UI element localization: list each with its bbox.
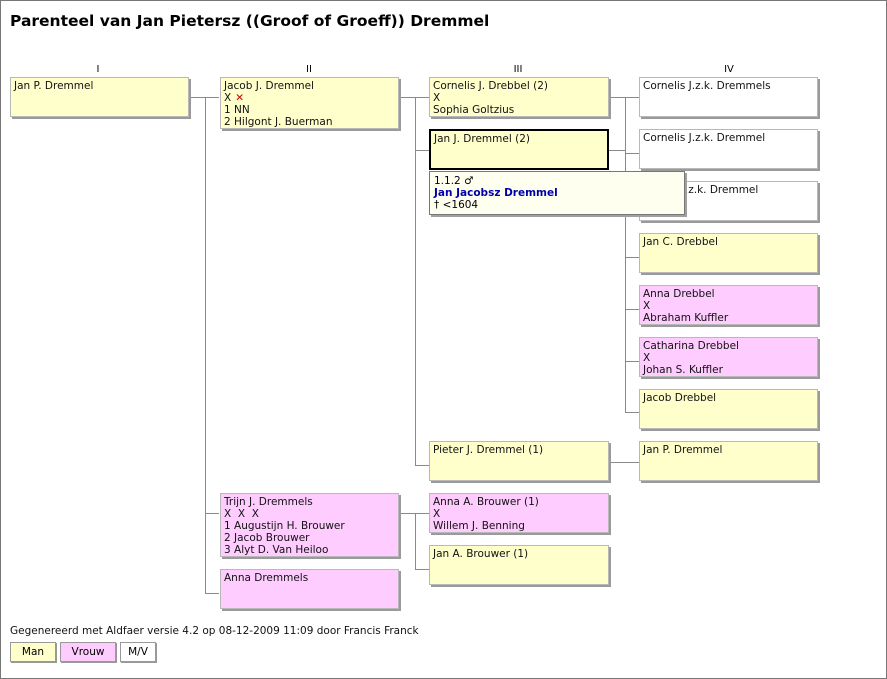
person-name: Jan A. Brouwer (1) <box>433 548 529 560</box>
person-name: Catharina Drebbel <box>643 340 739 352</box>
generation-header-4: IV <box>724 64 734 75</box>
person-name: s J.z.k. Dremmel <box>673 184 759 196</box>
connector-line <box>415 97 416 465</box>
connector-line <box>609 97 639 98</box>
marriage-marker: X <box>224 92 232 104</box>
person-jacob-j-dremmel[interactable]: Jacob J. Dremmel X✕ 1 NN 2 Hilgont J. Bu… <box>220 77 399 129</box>
connector-line <box>625 257 639 258</box>
tooltip-name: Jan Jacobsz Dremmel <box>434 187 558 199</box>
person-jacob-drebbel[interactable]: Jacob Drebbel <box>639 389 818 429</box>
person-trijn-j-dremmels[interactable]: Trijn J. Dremmels X X X 1 Augustijn H. B… <box>220 493 399 557</box>
person-name: Jan J. Dremmel (2) <box>434 133 530 145</box>
person-name: Anna Dremmels <box>224 572 309 584</box>
marriage-marker: X <box>643 300 651 312</box>
tooltip-death: † <1604 <box>434 199 479 211</box>
person-name: Jacob Drebbel <box>643 392 717 404</box>
connector-line <box>625 150 626 412</box>
connector-line <box>625 412 639 413</box>
spouse-name: 2 Hilgont J. Buerman <box>224 116 333 128</box>
connector-line <box>625 309 639 310</box>
person-name: Jan C. Drebbel <box>643 236 718 248</box>
person-name: Pieter J. Dremmel (1) <box>433 444 544 456</box>
marriage-marker: X X X <box>224 508 259 520</box>
connector-line <box>625 97 626 153</box>
person-jan-p-dremmel[interactable]: Jan P. Dremmel <box>10 77 189 117</box>
connector-line <box>415 569 429 570</box>
connector-line <box>205 97 206 593</box>
person-cornelis-jzk-dremmels[interactable]: Cornelis J.z.k. Dremmels <box>639 77 818 117</box>
spouse-name: Abraham Kuffler <box>643 312 729 324</box>
page-title: Parenteel van Jan Pietersz ((Groof of Gr… <box>10 12 490 30</box>
person-pieter-j-dremmel[interactable]: Pieter J. Dremmel (1) <box>429 441 609 481</box>
person-name: Cornelis J. Drebbel (2) <box>433 80 548 92</box>
connector-line <box>609 150 625 151</box>
person-jan-p-dremmel-gen4[interactable]: Jan P. Dremmel <box>639 441 818 481</box>
generation-header-3: III <box>513 64 523 75</box>
connector-line <box>625 361 639 362</box>
tooltip-number: 1.1.2 ♂ <box>434 175 474 187</box>
person-name: Cornelis J.z.k. Dremmel <box>643 132 766 144</box>
person-name: Cornelis J.z.k. Dremmels <box>643 80 771 92</box>
generation-header-2: II <box>306 64 312 75</box>
marriage-marker: X <box>433 508 441 520</box>
person-cornelis-jzk-dremmel[interactable]: Cornelis J.z.k. Dremmel <box>639 129 818 169</box>
spouse-name: 1 Augustijn H. Brouwer <box>224 520 345 532</box>
connector-line <box>415 150 429 151</box>
spouse-name: 1 NN <box>224 104 250 116</box>
spouse-name: Sophia Goltzius <box>433 104 515 116</box>
connector-line <box>189 97 219 98</box>
person-catharina-drebbel[interactable]: Catharina Drebbel X Johan S. Kuffler <box>639 337 818 377</box>
person-name: Anna A. Brouwer (1) <box>433 496 539 508</box>
connector-line <box>609 462 639 463</box>
connector-line <box>625 153 639 154</box>
legend-woman[interactable]: Vrouw <box>60 642 116 662</box>
marriage-marker: X <box>643 352 651 364</box>
person-anna-dremmels[interactable]: Anna Dremmels <box>220 569 399 609</box>
connector-line <box>415 465 429 466</box>
spouse-name: 3 Alyt D. Van Heiloo <box>224 544 329 556</box>
spouse-name: 2 Jacob Brouwer <box>224 532 310 544</box>
person-cornelis-j-drebbel[interactable]: Cornelis J. Drebbel (2) X Sophia Goltziu… <box>429 77 609 117</box>
person-jan-a-brouwer[interactable]: Jan A. Brouwer (1) <box>429 545 609 585</box>
spouse-name: Johan S. Kuffler <box>643 364 723 376</box>
spouse-name: Willem J. Benning <box>433 520 525 532</box>
marriage-marker: X <box>433 92 441 104</box>
person-anna-a-brouwer[interactable]: Anna A. Brouwer (1) X Willem J. Benning <box>429 493 609 533</box>
person-name: Trijn J. Dremmels <box>224 496 313 508</box>
person-name: Anna Drebbel <box>643 288 715 300</box>
generation-header-1: I <box>96 64 100 75</box>
connector-line <box>205 513 219 514</box>
legend-man[interactable]: Man <box>10 642 56 662</box>
connector-line <box>399 97 429 98</box>
person-anna-drebbel[interactable]: Anna Drebbel X Abraham Kuffler <box>639 285 818 325</box>
red-cross-icon: ✕ <box>235 92 245 104</box>
connector-line <box>399 513 429 514</box>
legend-unknown[interactable]: M/V <box>120 642 156 662</box>
connector-line <box>415 513 416 569</box>
connector-line <box>205 593 219 594</box>
person-name: Jan P. Dremmel <box>14 80 94 92</box>
generated-footer: Gegenereerd met Aldfaer versie 4.2 op 08… <box>10 625 419 637</box>
person-jan-c-drebbel[interactable]: Jan C. Drebbel <box>639 233 818 273</box>
person-jan-j-dremmel[interactable]: Jan J. Dremmel (2) <box>429 129 609 170</box>
person-tooltip: 1.1.2 ♂ Jan Jacobsz Dremmel † <1604 <box>429 171 685 215</box>
person-name: Jacob J. Dremmel <box>224 80 314 92</box>
person-name: Jan P. Dremmel <box>643 444 723 456</box>
